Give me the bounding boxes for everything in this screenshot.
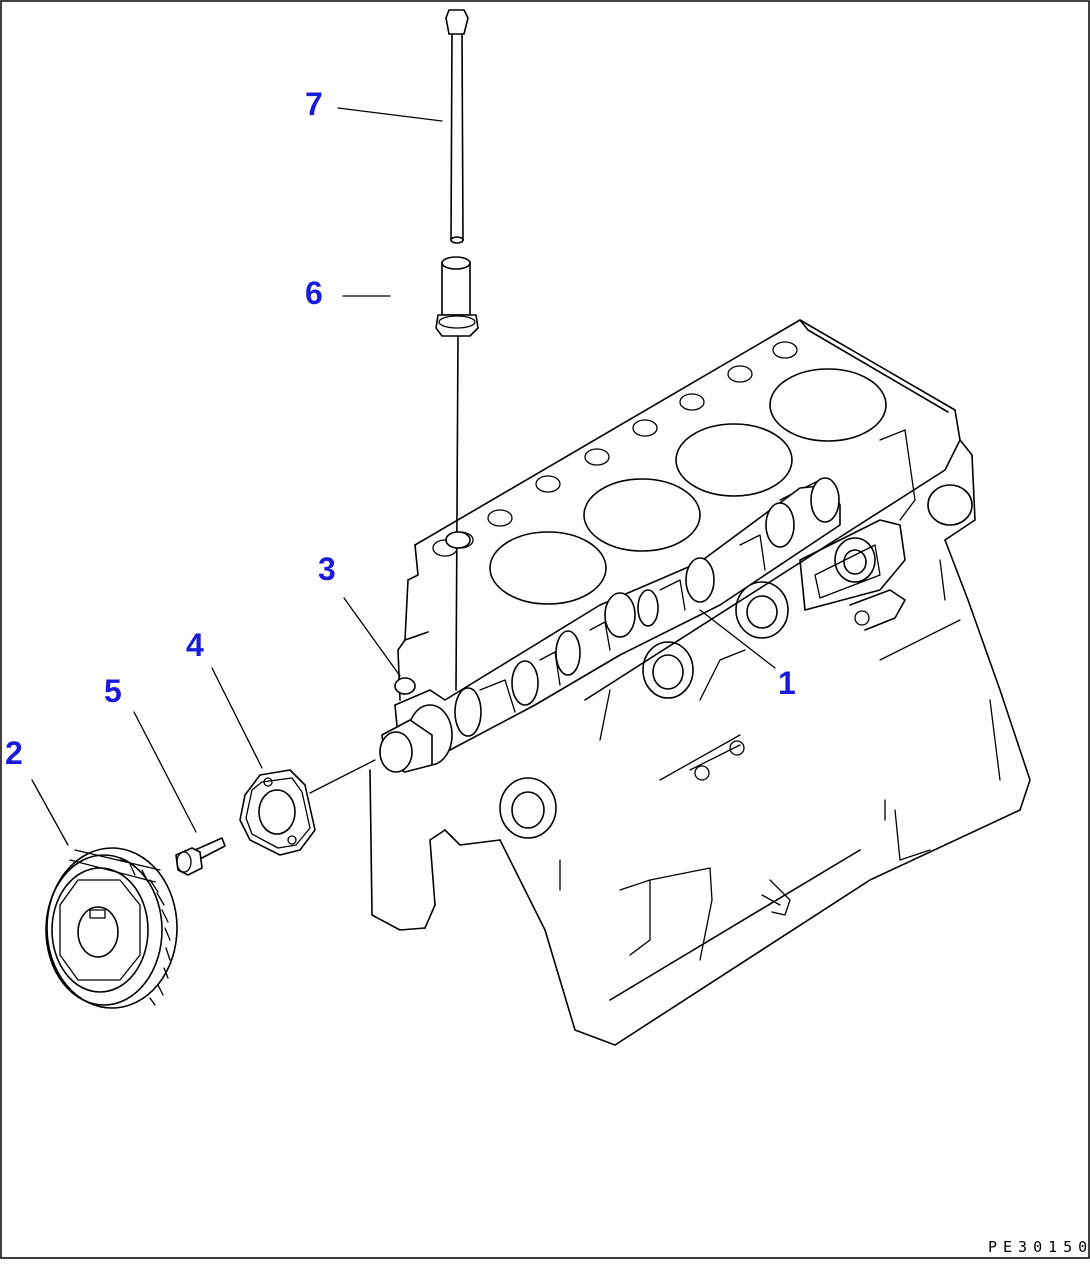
callout-1: 1 (778, 665, 796, 701)
cylinder-block (369, 319, 1031, 1046)
leader-line-2 (31, 779, 69, 846)
leader-line-4 (211, 667, 263, 769)
callout-4: 4 (186, 627, 204, 663)
leader-line-3 (343, 597, 401, 677)
camshaft (379, 477, 841, 773)
cylinder-bore (675, 423, 793, 497)
oil-gauge-guide (435, 256, 479, 691)
callout-2: 2 (5, 735, 23, 771)
thrust-plate (239, 759, 376, 856)
reference-code: PE30150 (988, 1238, 1090, 1256)
callout-5: 5 (104, 673, 122, 709)
leader-lines (31, 107, 776, 846)
expansion-plug (394, 677, 416, 695)
oil-level-gauge (445, 9, 469, 244)
leader-line-7 (337, 107, 443, 122)
callout-3: 3 (318, 551, 336, 587)
cylinder-bore (583, 478, 701, 552)
camshaft-gear (45, 847, 178, 1009)
cylinder-bore (489, 531, 607, 605)
leader-line-1 (699, 609, 776, 669)
leader-line-5 (133, 711, 197, 833)
bolt (175, 837, 226, 876)
callout-7: 7 (305, 86, 323, 122)
callout-6: 6 (305, 275, 323, 311)
cylinder-bore (769, 368, 887, 442)
